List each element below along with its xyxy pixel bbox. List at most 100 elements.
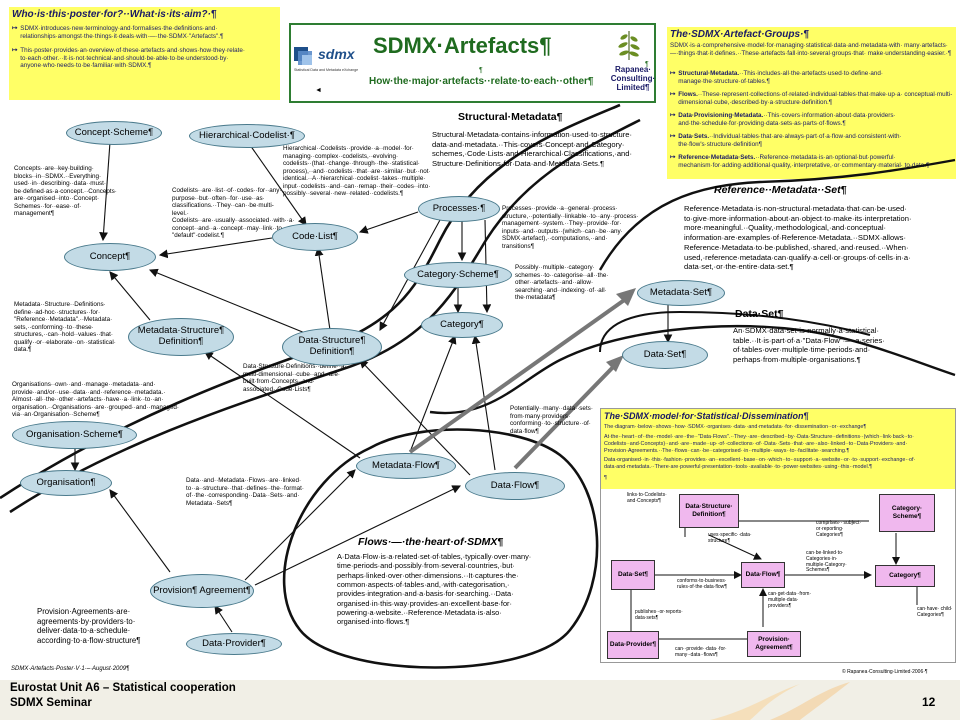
poster-title: SDMX·Artefacts¶ [373,33,552,58]
label-can-get-data: can·get·data··from· multiple·data· provi… [768,591,812,609]
page-number: 12 [922,695,936,709]
diss-data-set[interactable]: Data·Set¶ [611,560,655,590]
edge-dataflow-category [471,334,496,471]
node-category[interactable]: Category¶ [421,312,503,338]
group-reference-metadata: ↦ Reference·Metadata·Sets.··Reference·me… [670,154,930,169]
diss-data-structure-definition[interactable]: Data·Structure· Definition¶ [679,494,739,528]
node-category-scheme[interactable]: Category·Scheme¶ [404,262,512,288]
label-publishes: publishes··or·reports· data·sets¶ [635,609,683,621]
provision-text: Provision·Agreements·are· agreements·by·… [37,607,141,646]
big-arrow-dataflow-dataset [513,360,620,470]
dissemination-p4: ¶ [604,475,607,481]
edge-provision-org [109,489,171,573]
group-data-sets: ↦ Data·Sets.··Individual·tables·that·are… [670,133,902,148]
note-categories: Possibly··multiple··category· schemes··t… [515,264,609,302]
arrow-icon: ↦ [670,91,676,98]
edge-codelist-concept [158,237,273,259]
node-data-structure-definition[interactable]: Data·Structure¶ Definition¶ [282,328,382,366]
label-comprises: comprises·· subject· or·reporting· Categ… [816,520,862,538]
node-organisation[interactable]: Organisation¶ [20,470,112,496]
group-flows: ↦ Flows.··These·represent·collections·of… [670,91,953,106]
who-box-bullet-2: ↦ This·poster·provides·an·overview·of·th… [12,47,245,70]
node-metadata-flow[interactable]: Metadata·Flow¶ [356,453,456,479]
poster-footer-right: © Rapanea·Consulting·Limited·2006·¶ [842,669,928,675]
edge-msd-concept [109,271,151,321]
company-name: Rapanea· Consulting· Limited¶ [610,65,656,93]
note-processes: Processes··provide··a··general··process·… [502,205,639,250]
arrow-icon: ↦ [670,133,676,140]
note-dataflow: Potentially··many··data··sets· from·many… [510,405,593,435]
note-dsd: Data·Structure·Definitions··define··a· m… [243,363,347,393]
diss-data-flow[interactable]: Data·Flow¶ [741,562,785,588]
sdmx-logo-caption: Statistical Data and Metadata eXchange [294,68,359,72]
edge-hcl-codelist [249,144,307,226]
note-hierarchical-codelists: Hierarchical··Codelists··provide··a··mod… [283,145,431,198]
rapanea-plant-logo [614,27,644,61]
data-set-title: Data·Set¶ [735,308,784,320]
big-arrow-metaflow-metaset [408,294,632,454]
diss-data-provider[interactable]: Data·Provider¶ [607,631,659,659]
poster-title-para-1: ¶ [479,67,483,74]
sdmx-logo: sdmx Statistical Data and Metadata eXcha… [294,43,366,75]
sdmx-logo-text: sdmx [318,46,355,62]
node-organisation-scheme[interactable]: Organisation·Scheme¶ [12,421,137,449]
diagram-lines [0,103,956,669]
label-conforms: conforms·to·business· rules·of·the·data·… [677,578,727,590]
sdmx-logo-icon [294,47,312,65]
dissemination-header: The·SDMX·model·for·Statistical·Dissemina… [601,409,955,489]
edge-metaflow-category [409,334,457,453]
footer-line-2: SDMX Seminar [10,697,92,709]
node-code-list[interactable]: Code·List¶ [272,223,358,251]
node-provision-agreement[interactable]: Provision¶ Agreement¶ [150,574,254,608]
artefact-groups-box: The·SDMX·Artefact·Groups·¶ SDMX·is·a·com… [667,27,956,179]
poster-footer-left: SDMX·Artefacts·Poster·V·1·–·August·2009¶ [11,666,130,672]
who-box-title: Who·is·this·poster·for?··What·is·its·aim… [12,9,217,20]
data-set-text: An·SDMX·data·set·is·normally·a·statistic… [733,326,885,365]
node-data-flow[interactable]: Data·Flow¶ [465,472,565,500]
node-data-set[interactable]: Data·Set¶ [622,341,708,369]
edge-provision-dataflow [254,485,461,586]
edge-processes-codelist [358,211,419,234]
edge-metaflow-msd [204,351,361,459]
flows-text: A·Data·Flow·is·a·related·set·of·tables,·… [337,552,532,627]
node-concept[interactable]: Concept¶ [64,243,156,271]
edge-provision-metaflow [244,469,356,581]
node-hierarchical-codelist[interactable]: Hierarchical·Codelist·¶ [189,124,305,148]
structural-metadata-title: Structural·Metadata¶ [458,111,563,123]
diss-category-scheme[interactable]: Category· Scheme¶ [879,494,935,532]
dissemination-box: The·SDMX·model·for·Statistical·Dissemina… [600,408,956,663]
edge-conceptscheme-concept [99,141,111,242]
node-concept-scheme[interactable]: Concept·Scheme¶ [66,121,162,145]
edge-dsd-codelist [314,246,331,331]
node-processes[interactable]: Processes·¶ [418,196,500,222]
group-data-provisioning: ↦ Data·Provisioning·Metadata.··This·cove… [670,112,896,127]
poster-title-para-2: ¶ [645,61,649,68]
note-flows-linked: Data··and··Metadata··Flows··are··linked·… [186,477,304,507]
flows-title: Flows·—·the·heart·of·SDMX¶ [358,536,504,548]
edge-dataflow-dsd [359,359,471,476]
big-arrow-head-dataset [606,355,624,372]
label-can-have-child: can·have· child· Categories¶ [917,606,953,618]
arrow-icon: ↦ [12,47,18,54]
diss-provision-agreement[interactable]: Provision· Agreement¶ [747,631,801,657]
dissemination-title: The·SDMX·model·for·Statistical·Dissemina… [604,411,809,421]
boundary-curve-lower [9,118,641,514]
node-data-provider[interactable]: Data·Provider¶ [186,633,282,655]
poster-subtitle: How·the·major·artefacts··relate·to·each·… [369,76,594,87]
footer-line-1: Eurostat Unit A6 – Statistical cooperati… [10,682,236,694]
slide-footer: Eurostat Unit A6 – Statistical cooperati… [0,680,960,720]
edge-dsd-concept [148,268,306,334]
note-codelists: Codelists··are··list··of··codes··for··an… [172,187,295,240]
node-metadata-set[interactable]: Metadata·Set¶ [637,280,725,306]
boundary-curve-right [598,158,956,271]
note-concepts: Concepts··are··key·building· blocks··in·… [14,165,117,218]
boundary-curve-dataset [599,310,871,353]
node-metadata-structure-definition[interactable]: Metadata·Structure¶ Definition¶ [128,318,234,356]
arrow-icon: ↦ [670,112,676,119]
dissemination-p1: The·diagram··below··shows··how··SDMX··or… [604,424,867,430]
arrow-icon: ↦ [12,25,18,32]
label-uses-specific: uses·specific··data· structure¶ [708,532,752,544]
diss-category[interactable]: Category¶ [875,565,935,587]
note-msd: Metadata··Structure··Definitions· define… [14,301,116,354]
flows-enclosure [282,428,599,669]
